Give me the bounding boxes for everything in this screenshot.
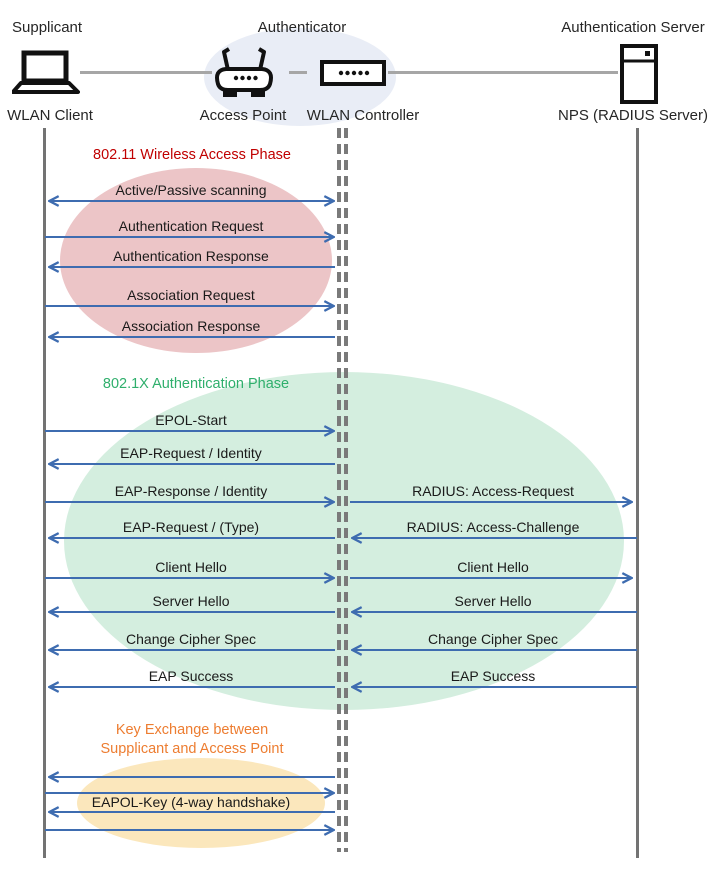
message-label-radius-access-request: RADIUS: Access-Request: [412, 483, 574, 499]
message-label-change-cipher-spec-left: Change Cipher Spec: [126, 631, 256, 647]
message-label-client-hello-right: Client Hello: [457, 559, 529, 575]
role-label-supplicant: Supplicant: [12, 19, 83, 36]
role-label-authenticator: Authenticator: [257, 19, 347, 36]
access-point-icon: [215, 47, 273, 97]
server-icon: [620, 44, 658, 104]
message-label-eap-success-left: EAP Success: [148, 668, 234, 684]
message-label-authentication-request: Authentication Request: [118, 218, 264, 234]
message-label-eapol-key-handshake: EAPOL-Key (4-way handshake): [91, 794, 291, 810]
message-label-eap-response-identity: EAP-Response / Identity: [114, 483, 268, 499]
node-label-nps-radius-server: NPS (RADIUS Server): [557, 107, 709, 124]
node-label-wlan-controller: WLAN Controller: [306, 107, 420, 124]
message-label-eap-request-identity: EAP-Request / Identity: [120, 445, 262, 461]
message-label-epol-start: EPOL-Start: [155, 412, 227, 428]
message-label-client-hello-left: Client Hello: [155, 559, 227, 575]
connector-client-ap: [80, 71, 212, 74]
key-exchange-phase-ellipse: [77, 758, 325, 848]
message-label-association-response: Association Response: [121, 318, 261, 334]
lifeline-dashed-authenticator-1: [337, 128, 341, 852]
message-label-server-hello-right: Server Hello: [454, 593, 532, 609]
phase3-title-line1: Key Exchange between: [115, 722, 269, 738]
laptop-icon: [12, 50, 80, 94]
node-label-access-point: Access Point: [199, 107, 287, 124]
message-label-authentication-response: Authentication Response: [113, 248, 269, 264]
message-label-eap-request-type: EAP-Request / (Type): [122, 519, 260, 535]
connector-ap-controller: [289, 71, 307, 74]
message-label-active-passive-scanning: Active/Passive scanning: [115, 182, 267, 198]
message-label-server-hello-left: Server Hello: [152, 593, 230, 609]
lifeline-radius-server: [636, 128, 639, 858]
phase1-title: 802.11 Wireless Access Phase: [93, 147, 291, 163]
message-label-radius-access-challenge: RADIUS: Access-Challenge: [406, 519, 580, 535]
message-label-association-request: Association Request: [127, 287, 255, 303]
node-label-wlan-client: WLAN Client: [7, 107, 93, 124]
wlan-controller-icon: [320, 60, 386, 86]
connector-controller-server: [388, 71, 618, 74]
phase3-title-line2: Supplicant and Access Point: [100, 741, 284, 757]
lifeline-wlan-client: [43, 128, 46, 858]
phase2-title: 802.1X Authentication Phase: [102, 376, 290, 392]
message-label-eap-success-right: EAP Success: [450, 668, 536, 684]
lifeline-dashed-authenticator-2: [344, 128, 348, 852]
message-label-change-cipher-spec-right: Change Cipher Spec: [428, 631, 558, 647]
role-label-authentication-server: Authentication Server: [561, 19, 705, 36]
